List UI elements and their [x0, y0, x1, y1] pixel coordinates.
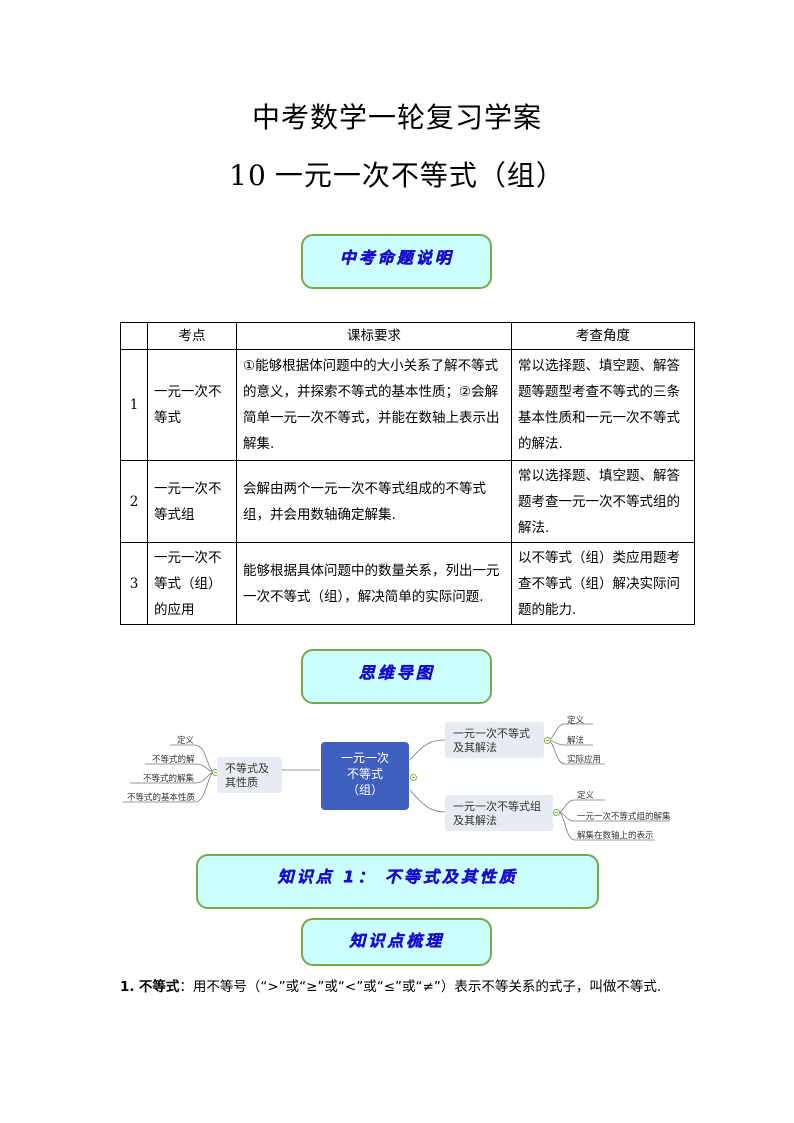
- header-angle: 考查角度: [511, 322, 695, 350]
- chapter-title: 一元一次不等式（组）: [274, 159, 565, 192]
- item-term: 不等式: [138, 979, 180, 995]
- row-topic: 一元一次不等式（组）的应用: [147, 542, 237, 625]
- row-angle: 常以选择题、填空题、解答题等题型考查不等式的三条基本性质和一元一次不等式的解法.: [511, 349, 695, 461]
- mm-branch-label: 一元一次不等式: [453, 727, 530, 740]
- banner-knowledge-point-1: 知识点 1： 不等式及其性质: [196, 854, 599, 909]
- requirements-table: 考点 课标要求 考查角度 1 一元一次不等式 ①能够根据体问题中的大小关系了解不…: [120, 322, 695, 625]
- item-number: 1.: [120, 979, 135, 995]
- mm-root-label: 不等式: [346, 767, 383, 781]
- header-index: [120, 322, 148, 350]
- row-topic: 一元一次不等式组: [147, 460, 237, 543]
- collapse-icon[interactable]: [410, 774, 417, 781]
- mm-leaf-solution-set: 不等式的解集: [143, 774, 195, 784]
- mm-branch-label: 及其解法: [453, 814, 497, 827]
- table-row: 3 一元一次不等式（组）的应用 能够根据具体问题中的数量关系，列出一元一次不等式…: [120, 542, 695, 625]
- mm-leaf-definition: 定义: [567, 716, 585, 726]
- mm-root-label: 一元一次: [340, 751, 389, 765]
- collapse-icon[interactable]: [553, 809, 560, 816]
- mm-root-node: 一元一次 不等式 （组）: [321, 742, 409, 810]
- item-text: ：用不等号（“>”或“≥”或“<”或“≤”或“≠”）表示不等关系的式子，叫做不等…: [179, 979, 662, 995]
- row-requirement: 会解由两个一元一次不等式组成的不等式组，并会用数轴确定解集.: [236, 460, 512, 543]
- definition-paragraph: 1. 不等式：用不等号（“>”或“≥”或“<”或“≤”或“≠”）表示不等关系的式…: [120, 974, 695, 1001]
- mm-root-label: （组）: [346, 783, 383, 797]
- banner-knowledge-summary: 知识点梳理: [301, 918, 492, 966]
- row-index: 2: [120, 460, 148, 543]
- mm-leaf-definition: 定义: [177, 736, 195, 746]
- mind-map: 定义 不等式的解 不等式的解集 不等式的基本性质 不等式及 其性质 一元一次 不…: [115, 712, 695, 847]
- mm-branch-properties: 不等式及 其性质: [217, 757, 282, 793]
- mm-branch-label: 及其解法: [453, 741, 497, 754]
- mm-leaf-definition: 定义: [577, 791, 595, 801]
- mm-branch-label: 一元一次不等式组: [453, 800, 541, 813]
- banner-mind-map: 思维导图: [301, 649, 492, 704]
- mm-leaf-solution: 不等式的解: [152, 755, 195, 765]
- row-angle: 常以选择题、填空题、解答题考查一元一次不等式组的解法.: [511, 460, 695, 543]
- row-angle: 以不等式（组）类应用题考查不等式（组）解决实际问题的能力.: [511, 542, 695, 625]
- row-requirement: 能够根据具体问题中的数量关系，列出一元一次不等式（组），解决简单的实际问题.: [236, 542, 512, 625]
- header-topic: 考点: [147, 322, 237, 350]
- mm-leaf-basic-properties: 不等式的基本性质: [127, 793, 196, 803]
- mm-leaf-method: 解法: [567, 736, 585, 746]
- row-requirement: ①能够根据体问题中的大小关系了解不等式的意义，并探索不等式的基本性质；②会解简单…: [236, 349, 512, 461]
- mm-branch-label: 不等式及: [225, 762, 269, 775]
- document-title: 中考数学一轮复习学案: [251, 101, 542, 134]
- row-index: 1: [120, 349, 148, 461]
- table-row: 1 一元一次不等式 ①能够根据体问题中的大小关系了解不等式的意义，并探索不等式的…: [120, 349, 695, 461]
- mm-leaf-system-solution-set: 一元一次不等式组的解集: [577, 812, 671, 822]
- collapse-icon[interactable]: [544, 737, 551, 744]
- table-row: 2 一元一次不等式组 会解由两个一元一次不等式组成的不等式组，并会用数轴确定解集…: [120, 460, 695, 543]
- row-index: 3: [120, 542, 148, 625]
- banner-exam-explanation: 中考命题说明: [301, 234, 492, 289]
- mm-leaf-number-line: 解集在数轴上的表示: [577, 831, 654, 841]
- mm-branch-label: 其性质: [225, 776, 258, 789]
- mm-branch-inequality-system: 一元一次不等式组 及其解法: [445, 795, 553, 831]
- mm-leaf-application: 实际应用: [567, 755, 602, 765]
- table-header-row: 考点 课标要求 考查角度: [120, 322, 695, 350]
- header-requirement: 课标要求: [236, 322, 512, 350]
- chapter-number: 10: [229, 159, 267, 192]
- mm-branch-inequality: 一元一次不等式 及其解法: [445, 722, 544, 758]
- row-topic: 一元一次不等式: [147, 349, 237, 461]
